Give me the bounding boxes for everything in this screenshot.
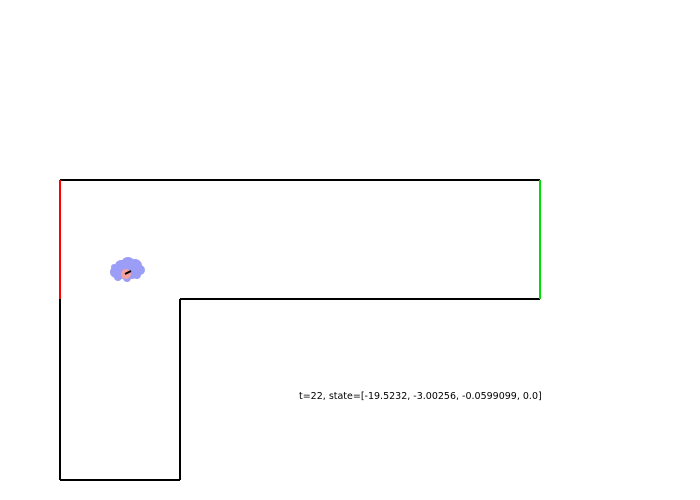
status-readout: t=22, state=[-19.5232, -3.00256, -0.0599… [299, 391, 542, 402]
agent-heading-marker [124, 270, 132, 275]
maze-walls [59, 179, 540, 481]
